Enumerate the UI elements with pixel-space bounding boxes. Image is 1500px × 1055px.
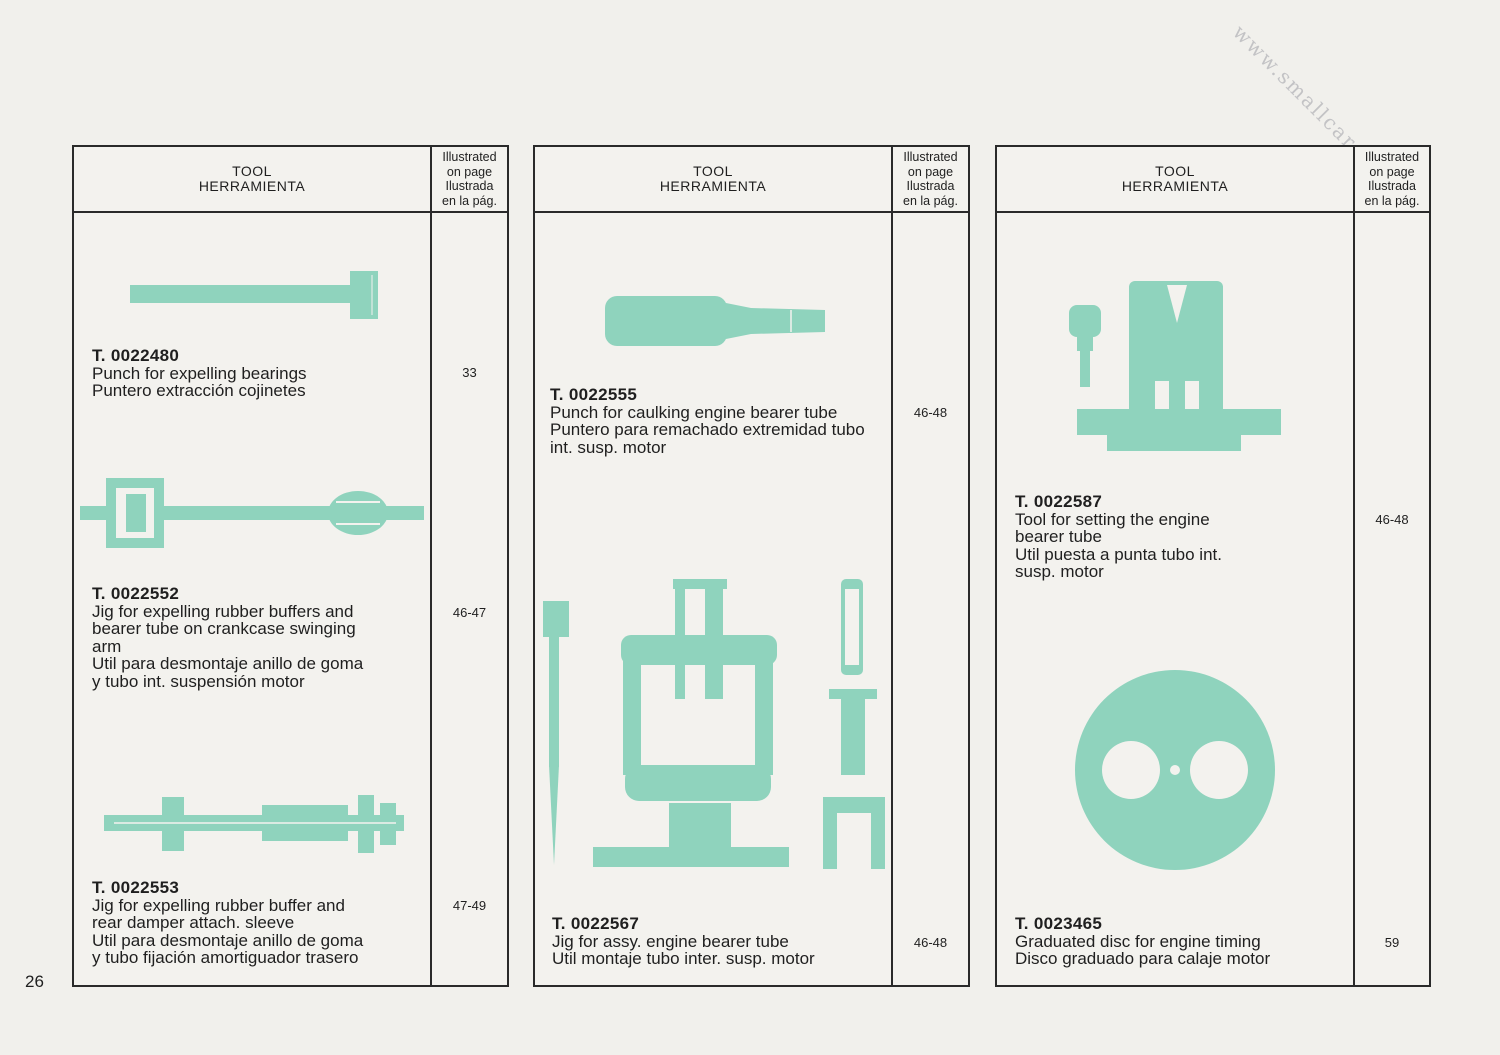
header-page: Illustrated on page Ilustrada en la pág. [1364, 150, 1420, 208]
header-page: Illustrated on page Ilustrada en la pág. [903, 150, 958, 208]
page-ref: 46-48 [913, 405, 948, 420]
tool-table-3: TOOL HERRAMIENTA Illustrated on page Ilu… [995, 145, 1431, 987]
table-header: TOOL HERRAMIENTA Illustrated on page Ilu… [74, 147, 507, 213]
list-item: T. 0022587 Tool for setting the engine b… [1015, 492, 1222, 581]
header-tool: TOOL HERRAMIENTA [659, 163, 767, 194]
page-ref: 59 [1384, 935, 1400, 950]
setting-tool-illustration [1069, 281, 1281, 451]
column-divider [430, 147, 432, 985]
list-item: T. 0022555 Punch for caulking engine bea… [550, 385, 865, 457]
assembly-jig-illustration [543, 579, 885, 869]
bearing-punch-illustration [130, 271, 378, 319]
damper-jig-illustration [104, 795, 404, 853]
page-ref: 46-47 [452, 605, 487, 620]
column-divider [891, 147, 893, 985]
page-ref: 46-48 [1375, 512, 1409, 527]
header-page: Illustrated on page Ilustrada en la pág. [442, 150, 497, 208]
header-tool: TOOL HERRAMIENTA [1121, 163, 1229, 194]
list-item: T. 0022567 Jig for assy. engine bearer t… [552, 914, 815, 968]
table-header: TOOL HERRAMIENTA Illustrated on page Ilu… [997, 147, 1429, 213]
list-item: T. 0022552 Jig for expelling rubber buff… [92, 584, 364, 691]
column-divider [1353, 147, 1355, 985]
page-ref: 47-49 [452, 898, 487, 913]
header-tool: TOOL HERRAMIENTA [198, 163, 306, 194]
table-header: TOOL HERRAMIENTA Illustrated on page Ilu… [535, 147, 968, 213]
list-item: T. 0023465 Graduated disc for engine tim… [1015, 914, 1271, 968]
buffer-jig-illustration [80, 478, 424, 548]
caulking-punch-illustration [605, 296, 825, 346]
graduated-disc-illustration [1075, 670, 1275, 870]
list-item: T. 0022553 Jig for expelling rubber buff… [92, 878, 364, 967]
page-ref: 46-48 [913, 935, 948, 950]
list-item: T. 0022480 Punch for expelling bearings … [92, 346, 307, 400]
page-number: 26 [25, 972, 44, 991]
page-ref: 33 [462, 365, 477, 380]
tool-table-1: TOOL HERRAMIENTA Illustrated on page Ilu… [72, 145, 509, 987]
tool-table-2: TOOL HERRAMIENTA Illustrated on page Ilu… [533, 145, 970, 987]
